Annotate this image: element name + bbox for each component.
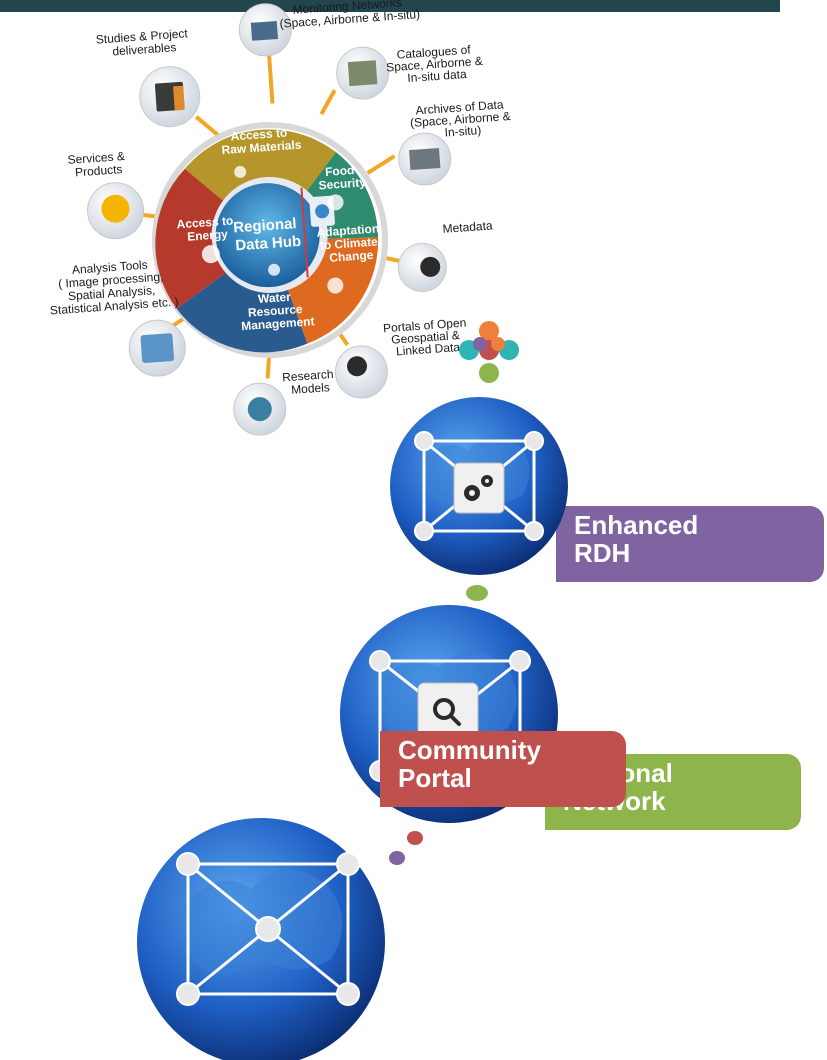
peripheral-icons (87, 3, 452, 436)
segment-label-climate-change: Adaptation to Climate Change (316, 221, 385, 266)
stage-banner-community-portal: Community Portal (380, 731, 626, 807)
stage-title-line2: RDH (574, 538, 631, 568)
stage-banner-enhanced-rdh: Enhanced RDH (556, 506, 824, 582)
segment-label-energy: Access to Energy (176, 213, 238, 244)
globe-community-portal (137, 818, 385, 1060)
stage-title-line2: Portal (398, 763, 472, 793)
connector-dot-red (407, 831, 423, 845)
segment-label-food-security: Food Security (317, 162, 366, 192)
search-icon (433, 698, 461, 726)
hub-center-label: Regional Data Hub (233, 215, 303, 255)
top-bar (0, 0, 780, 12)
label-services: Services & Products (67, 149, 129, 180)
label-metadata: Metadata (442, 218, 493, 235)
label-monitoring: Monitoring Networks (Space, Airborne & I… (278, 0, 420, 31)
stage-title-line1: Enhanced (574, 510, 699, 540)
stage-title-line1: Community (398, 735, 541, 765)
gears-icon (464, 475, 493, 501)
segment-label-water-resource: Water Resource Management (239, 288, 315, 333)
connector-dot-green (466, 585, 488, 601)
label-analysis: Analysis Tools ( Image processing, Spati… (47, 256, 179, 318)
globe-enhanced-rdh (390, 397, 568, 575)
label-studies: Studies & Project deliverables (95, 26, 192, 60)
connector-dot-purple (389, 851, 405, 865)
label-catalogues: Catalogues of Space, Airborne & In-situ … (385, 42, 487, 87)
label-research: Research Models (282, 367, 338, 398)
hub-center (215, 183, 320, 288)
regional-data-hub-diagram: Access to Raw Materials Food Security Ad… (47, 0, 511, 436)
label-portals: Portals of Open Geospatial & Linked Data (383, 315, 472, 359)
segment-label-raw-materials: Access to Raw Materials (220, 125, 302, 158)
